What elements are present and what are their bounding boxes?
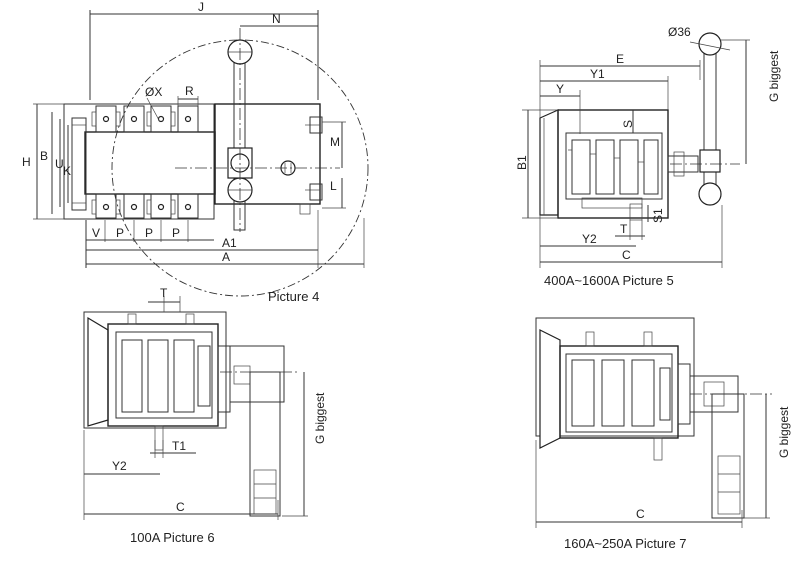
dim-P3-label: P xyxy=(172,226,180,240)
switch-body xyxy=(107,323,219,427)
picture-5-caption: 400A~1600A Picture 5 xyxy=(544,273,674,288)
dim-G-biggest-label: G biggest xyxy=(767,50,781,102)
picture-5: Ø36 E Y1 Y S B1 G biggest S1 T Y2 C 400A… xyxy=(515,25,781,288)
picture-6: T T1 Y2 G biggest C 100A Picture 6 xyxy=(83,286,327,545)
dim-Y-label: Y xyxy=(556,82,564,96)
dim-B1-label: B1 xyxy=(515,155,529,170)
dim-X-label: ØX xyxy=(145,85,162,99)
switch-side-plate xyxy=(71,117,87,211)
dim-S-label: S xyxy=(621,120,635,128)
picture-7: G biggest C 160A~250A Picture 7 xyxy=(535,317,791,551)
pole-modules xyxy=(568,139,659,195)
switch-body xyxy=(557,109,669,219)
dim-V-label: V xyxy=(92,226,100,240)
switch-body-outline xyxy=(63,103,215,220)
dim-N-label: N xyxy=(272,12,281,26)
mounting-frame xyxy=(535,317,695,437)
dim-H-label: H xyxy=(22,155,31,169)
front-flange xyxy=(87,316,109,427)
dim-G-biggest-label: G biggest xyxy=(777,406,791,458)
top-terminals xyxy=(91,105,199,133)
operating-mechanism xyxy=(229,345,285,403)
dim-A-label: A xyxy=(222,250,230,264)
dim-G-biggest-label: G biggest xyxy=(313,392,327,444)
dim-C-label: C xyxy=(622,248,631,262)
dim-B-label: B xyxy=(40,149,48,163)
dim-C-label: C xyxy=(636,507,645,521)
rotary-handle xyxy=(698,32,722,206)
rotary-handle xyxy=(711,393,745,519)
picture-4: J N ØX R H B U K M L V P P P A1 A Pictur… xyxy=(22,0,369,304)
dim-S1-label: S1 xyxy=(651,208,665,223)
dim-E-label: E xyxy=(616,52,624,66)
pole-modules xyxy=(571,359,671,427)
picture-6-caption: 100A Picture 6 xyxy=(130,530,215,545)
handle-rotation-circle xyxy=(111,39,369,297)
rotary-handle xyxy=(249,371,281,517)
dim-P1-label: P xyxy=(116,226,124,240)
dim-M-label: M xyxy=(330,135,340,149)
dim-Y2-label: Y2 xyxy=(112,459,127,473)
dim-J-label: J xyxy=(198,0,204,14)
dim-Y1-label: Y1 xyxy=(590,67,605,81)
dim-R-label: R xyxy=(185,84,194,98)
dim-Y2-label: Y2 xyxy=(582,232,597,246)
dim-P2-label: P xyxy=(145,226,153,240)
front-flange xyxy=(539,329,561,449)
dim-36-label: Ø36 xyxy=(668,25,691,39)
dim-A1-label: A1 xyxy=(222,236,237,250)
dim-K-label: K xyxy=(63,164,71,178)
dim-T-label: T xyxy=(620,222,628,236)
picture-7-caption: 160A~250A Picture 7 xyxy=(564,536,687,551)
switch-body-center xyxy=(84,131,216,195)
picture-4-caption: Picture 4 xyxy=(268,289,319,304)
dim-T1-label: T1 xyxy=(172,439,186,453)
bottom-terminals xyxy=(91,193,199,219)
dim-C-label: C xyxy=(176,500,185,514)
front-flange xyxy=(539,109,559,216)
pole-modules xyxy=(121,339,211,413)
dim-L-label: L xyxy=(330,179,337,193)
operating-mechanism-box xyxy=(214,103,321,205)
dim-U-label: U xyxy=(55,157,64,171)
dim-T-label: T xyxy=(160,286,168,300)
